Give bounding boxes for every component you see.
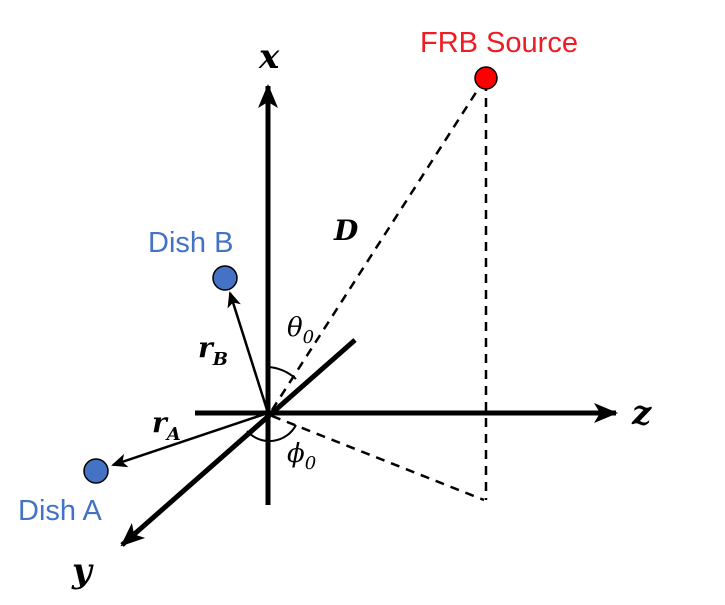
x-axis-label: x (258, 37, 280, 77)
phi-label: ϕ0 (287, 439, 316, 474)
z-axis-label: z (631, 393, 652, 433)
vector-rA (111, 411, 269, 468)
distance-line (270, 79, 486, 411)
vector-rA-label: rA (152, 406, 181, 445)
vector-rB-label: rB (198, 331, 228, 370)
frb-source-dot (474, 66, 498, 90)
dish-b-label: Dish B (148, 227, 233, 259)
y-axis-label: y (71, 551, 94, 591)
frb-source-label: FRB Source (420, 27, 578, 59)
dish-b-dot (212, 265, 238, 291)
theta-arc (267, 366, 297, 380)
dish-a-dot (83, 458, 109, 484)
y-axis (120, 338, 357, 547)
distance-label: D (333, 214, 359, 247)
dish-a-label: Dish A (18, 495, 102, 527)
phi-arc (246, 424, 297, 443)
ground-projection-line (271, 414, 485, 502)
vector-rB (227, 291, 270, 414)
theta-label: θ0 (287, 313, 314, 348)
